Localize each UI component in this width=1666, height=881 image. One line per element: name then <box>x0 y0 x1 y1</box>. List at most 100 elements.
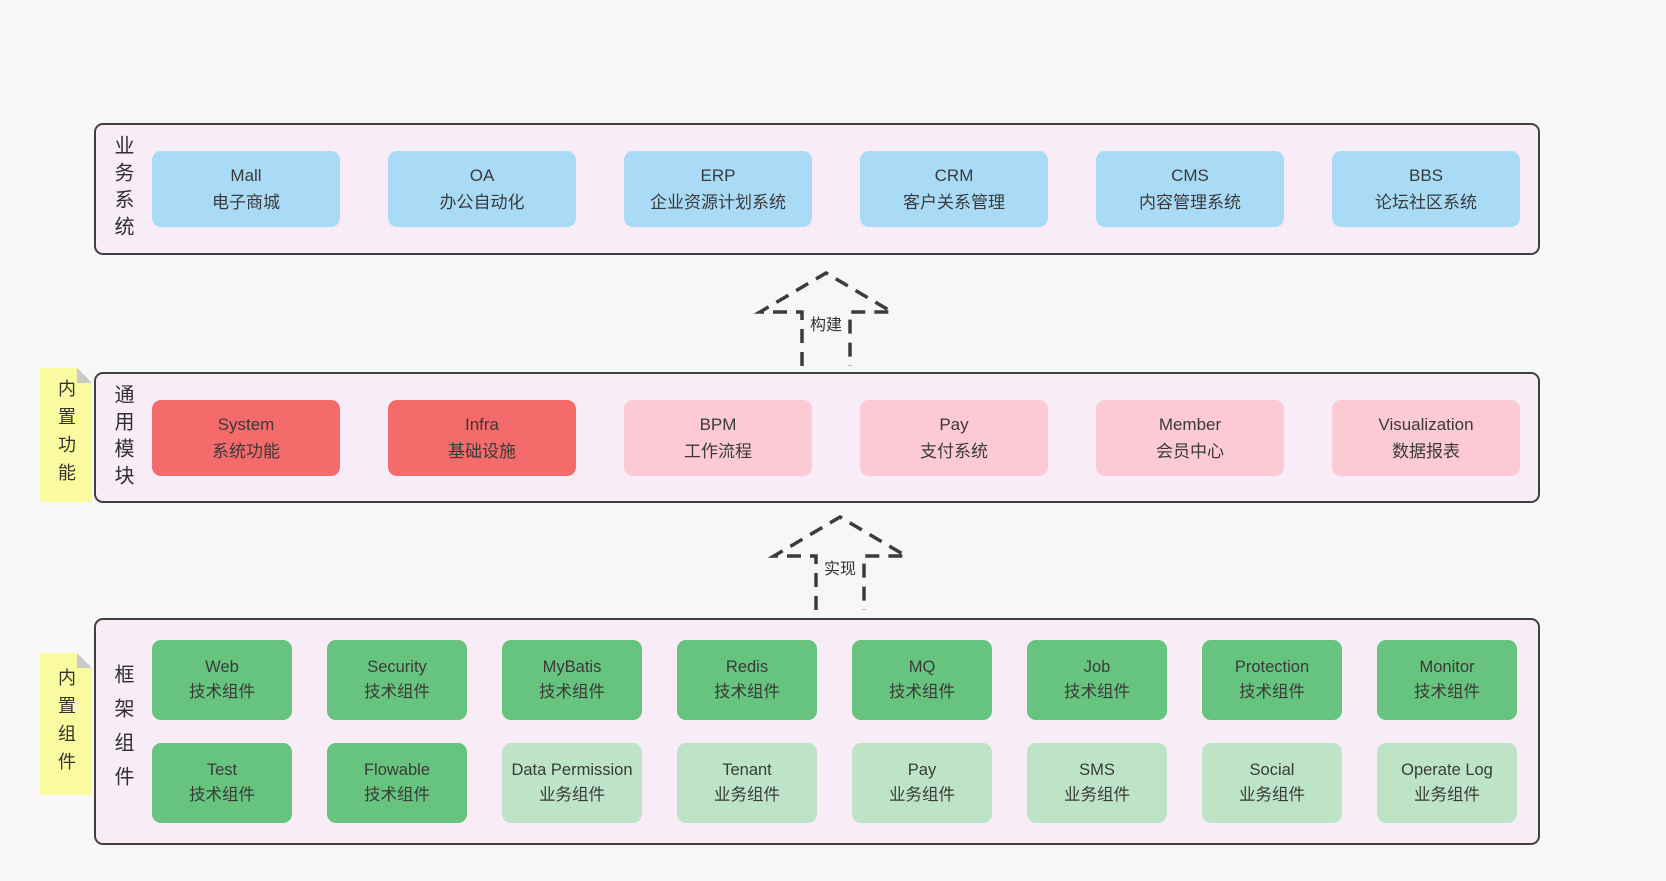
box-name: Redis <box>725 658 769 676</box>
box-name: BBS <box>1408 166 1444 185</box>
box-desc: 技术组件 <box>189 786 255 804</box>
box-desc: 工作流程 <box>684 442 752 461</box>
box-erp: ERP 企业资源计划系统 <box>624 151 812 227</box>
box-name: Mall <box>230 166 262 185</box>
box-bpm: BPM 工作流程 <box>624 400 812 476</box>
box-desc: 内容管理系统 <box>1139 193 1241 212</box>
band-row: System 系统功能 Infra 基础设施 BPM 工作流程 Pay 支付系统 Member 会… <box>152 400 1520 476</box>
box-job: Job 技术组件 <box>1027 640 1167 720</box>
box-cms: CMS 内容管理系统 <box>1096 151 1284 227</box>
box-desc: 电子商城 <box>212 193 280 212</box>
band-title: 业务系统 <box>111 135 133 243</box>
box-visualization: Visualization 数据报表 <box>1332 400 1520 476</box>
box-desc: 技术组件 <box>714 683 780 701</box>
box-name: MQ <box>908 658 936 676</box>
box-name: Pay <box>939 415 969 434</box>
band-title: 框架组件 <box>111 663 133 800</box>
box-system: System 系统功能 <box>152 400 340 476</box>
box-desc: 技术组件 <box>364 786 430 804</box>
box-name: Member <box>1158 415 1222 434</box>
box-name: CMS <box>1171 166 1209 185</box>
box-name: BPM <box>699 415 737 434</box>
folded-corner-icon <box>77 653 92 668</box>
box-web: Web 技术组件 <box>152 640 292 720</box>
box-name: Data Permission <box>511 761 633 779</box>
box-name: ERP <box>700 166 736 185</box>
box-desc: 客户关系管理 <box>903 193 1005 212</box>
box-name: Operate Log <box>1401 761 1493 779</box>
sticky-note-built-in-features: 内置功能 <box>40 368 92 502</box>
box-name: MyBatis <box>542 658 602 676</box>
box-desc: 基础设施 <box>448 442 516 461</box>
box-pay: Pay 业务组件 <box>852 743 992 823</box>
sticky-note-label: 内置组件 <box>56 668 76 780</box>
box-redis: Redis 技术组件 <box>677 640 817 720</box>
box-name: Test <box>206 761 238 779</box>
folded-corner-icon <box>77 368 92 383</box>
box-data-permission: Data Permission 业务组件 <box>502 743 642 823</box>
box-desc: 系统功能 <box>212 442 280 461</box>
sticky-note-label: 内置功能 <box>56 379 76 491</box>
box-flowable: Flowable 技术组件 <box>327 743 467 823</box>
box-name: Flowable <box>363 761 431 779</box>
box-name: Infra <box>464 415 500 434</box>
up-arrow-dashed-icon <box>753 270 899 366</box>
build-arrow: 构建 <box>751 270 901 366</box>
box-desc: 数据报表 <box>1392 442 1460 461</box>
box-desc: 业务组件 <box>889 786 955 804</box>
box-name: Visualization <box>1378 415 1474 434</box>
box-desc: 业务组件 <box>539 786 605 804</box>
box-name: Pay <box>907 761 937 779</box>
box-mall: Mall 电子商城 <box>152 151 340 227</box>
box-test: Test 技术组件 <box>152 743 292 823</box>
box-member: Member 会员中心 <box>1096 400 1284 476</box>
box-desc: 企业资源计划系统 <box>650 193 786 212</box>
box-mybatis: MyBatis 技术组件 <box>502 640 642 720</box>
box-desc: 业务组件 <box>1239 786 1305 804</box>
box-name: Tenant <box>722 761 772 779</box>
box-desc: 支付系统 <box>920 442 988 461</box>
box-desc: 技术组件 <box>539 683 605 701</box>
box-desc: 办公自动化 <box>439 193 525 212</box>
sticky-note-built-in-components: 内置组件 <box>40 653 92 795</box>
box-infra: Infra 基础设施 <box>388 400 576 476</box>
box-name: Job <box>1083 658 1111 676</box>
box-name: CRM <box>934 166 974 185</box>
box-name: Social <box>1249 761 1295 779</box>
box-desc: 技术组件 <box>1239 683 1305 701</box>
band-title: 通用模块 <box>111 383 133 492</box>
box-desc: 技术组件 <box>189 683 255 701</box>
box-name: Monitor <box>1419 658 1475 676</box>
box-social: Social 业务组件 <box>1202 743 1342 823</box>
box-monitor: Monitor 技术组件 <box>1377 640 1517 720</box>
implement-arrow: 实现 <box>765 514 915 610</box>
box-crm: CRM 客户关系管理 <box>860 151 1048 227</box>
box-tenant: Tenant 业务组件 <box>677 743 817 823</box>
box-name: Protection <box>1234 658 1310 676</box>
box-desc: 业务组件 <box>1064 786 1130 804</box>
box-desc: 会员中心 <box>1156 442 1224 461</box>
box-name: System <box>217 415 275 434</box>
box-desc: 技术组件 <box>1064 683 1130 701</box>
box-desc: 技术组件 <box>364 683 430 701</box>
box-name: Web <box>205 658 239 676</box>
box-desc: 技术组件 <box>1414 683 1480 701</box>
box-desc: 业务组件 <box>714 786 780 804</box>
box-desc: 业务组件 <box>1414 786 1480 804</box>
box-operate-log: Operate Log 业务组件 <box>1377 743 1517 823</box>
arrow-label: 构建 <box>805 310 847 336</box>
up-arrow-dashed-icon <box>767 514 913 610</box>
